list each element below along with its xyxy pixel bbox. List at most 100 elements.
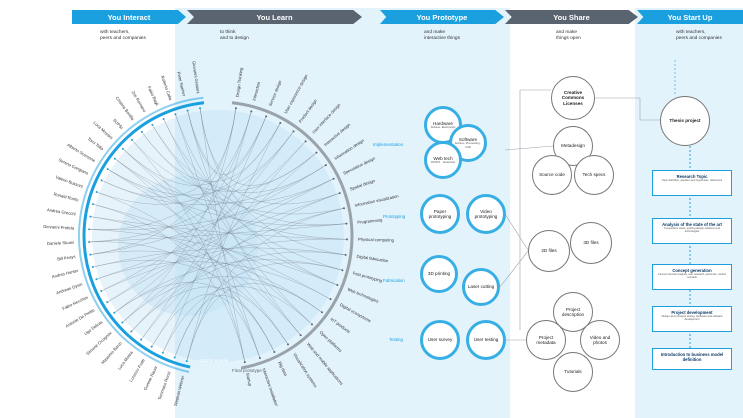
topic-label: User interface design — [311, 102, 342, 135]
chord-link — [107, 168, 347, 226]
person-dot — [151, 123, 154, 126]
thesis-project-node: Thesis project — [660, 96, 710, 146]
chord-link — [140, 116, 267, 340]
topic-dot — [342, 207, 345, 210]
person-dot — [91, 266, 94, 269]
chord-link — [89, 229, 338, 286]
chord-link — [92, 203, 245, 363]
chord-link — [186, 122, 281, 362]
chord-link — [152, 124, 343, 271]
person-label: Fabio Hecchini — [61, 295, 88, 311]
person-label: Ronald Ronfo — [53, 191, 80, 202]
user-testing-node: User testing — [466, 320, 506, 360]
person-label: Alberto Scorsone — [66, 142, 97, 163]
topic-dot — [234, 107, 237, 110]
creative-commons-node: Creative Commons Licenses — [551, 76, 595, 120]
person-dot — [88, 240, 91, 243]
side-label-prototyping: Prototyping — [383, 214, 406, 219]
topic-label: Speculative design — [342, 155, 376, 175]
2d-files-node: 2D files — [528, 230, 570, 272]
person-dot — [185, 360, 188, 363]
chord-link — [131, 152, 317, 332]
topic-label: Digital fabrication — [356, 254, 389, 264]
chord-link — [90, 165, 326, 255]
topic-label: Interactive installations — [261, 367, 279, 406]
side-label-testing: Testing — [389, 337, 403, 342]
person-label: Tomi Tella — [87, 136, 105, 152]
video-prototyping-node: Video prototyping — [466, 194, 506, 234]
person-label: Valerio Bussoni — [55, 174, 84, 189]
step-interact: You Interact — [72, 10, 186, 24]
person-label: Gunnar Rauer — [143, 364, 159, 391]
person-label: Zoe Romano — [131, 90, 148, 114]
chord-link — [90, 216, 301, 336]
topic-dot — [332, 177, 335, 180]
topic-dot — [250, 110, 253, 113]
topic-dot — [273, 351, 276, 354]
person-label: Giovanni Profeta — [43, 224, 75, 231]
person-label: Tommaso Ronzi — [157, 371, 172, 401]
topic-dot — [315, 151, 318, 154]
chord-link — [187, 110, 340, 205]
topic-label: Physical computing — [358, 237, 395, 243]
paper-prototyping-node: Paper prototyping — [420, 194, 460, 234]
topic-label: Design Thinking — [235, 67, 244, 98]
chord-link — [199, 108, 245, 363]
person-label: Cristina Bonilla — [115, 96, 136, 122]
person-dot — [88, 228, 91, 231]
person-label: Ugo Delcas — [83, 319, 103, 336]
topic-dot — [258, 357, 261, 360]
video-photos-node: Video and photos — [580, 320, 620, 360]
topic-label: Visualization systems — [292, 352, 318, 388]
chord-link — [96, 261, 331, 300]
topic-dot — [304, 140, 307, 143]
topic-dot — [345, 222, 348, 225]
person-dot — [100, 289, 103, 292]
chord-link — [90, 250, 323, 313]
person-label: Giovanni Grattoni — [191, 61, 200, 94]
person-dot — [174, 113, 177, 116]
chord-link — [92, 203, 331, 300]
chord-link — [114, 158, 334, 204]
person-dot — [106, 301, 109, 304]
chord-link — [151, 141, 306, 347]
arc-label-final: Final prototype — [232, 368, 262, 373]
interact-band — [0, 8, 205, 418]
tutorials-node: Tutorials — [553, 352, 593, 392]
topic-dot — [299, 334, 302, 337]
arc-label-people: SUPSI people — [200, 358, 229, 363]
3d-files-node: 3D files — [570, 222, 612, 264]
step-prototype: You Prototype — [380, 10, 504, 24]
person-label: Bill Keays — [57, 254, 76, 262]
person-dot — [89, 253, 92, 256]
chord-link — [107, 168, 313, 325]
topic-label: Spatial design — [349, 178, 376, 192]
chord-link — [90, 108, 237, 255]
person-dot — [173, 356, 176, 359]
topic-dot — [292, 130, 295, 133]
person-dot — [106, 168, 109, 171]
person-dot — [121, 321, 124, 324]
topic-dot — [324, 164, 327, 167]
person-dot — [113, 311, 116, 314]
connector-line — [504, 145, 554, 151]
chord-link — [152, 124, 326, 193]
chord-link — [114, 282, 275, 353]
topic-label: Fast prototyping — [352, 270, 383, 283]
person-dot — [140, 338, 143, 341]
person-dot — [161, 351, 164, 354]
topic-dot — [321, 311, 324, 314]
person-dot — [130, 330, 133, 333]
topic-dot — [265, 115, 268, 118]
topic-label: Big data — [277, 361, 289, 378]
side-label-implementation: Implementation — [373, 142, 404, 147]
connector-line — [499, 250, 529, 288]
person-dot — [95, 191, 98, 194]
person-dot — [186, 109, 189, 112]
